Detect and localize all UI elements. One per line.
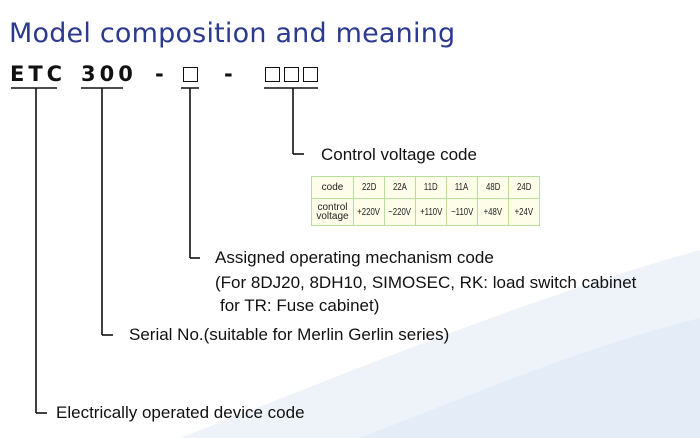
model-separator: - xyxy=(155,62,168,86)
device-label: Electrically operated device code xyxy=(56,403,305,422)
table-cell: +110V xyxy=(415,198,447,226)
table-row: code 22D 22A 11D 11A 48D 24D xyxy=(311,176,540,199)
model-separator: - xyxy=(224,62,237,86)
table-cell: 48D xyxy=(477,176,509,199)
table-cell: ~110V xyxy=(446,198,478,226)
table-cell: ~220V xyxy=(384,198,416,226)
serial-label: Serial No.(suitable for Merlin Gerlin se… xyxy=(129,325,450,344)
model-serial: 300 xyxy=(81,62,137,86)
table-cell: 22D xyxy=(353,176,385,199)
model-prefix: ETC xyxy=(10,62,67,86)
mechanism-label: Assigned operating mechanism code xyxy=(215,248,494,267)
mechanism-note-line: for TR: Fuse cabinet) xyxy=(220,296,380,315)
table-cell: +48V xyxy=(477,198,509,226)
mechanism-code-box xyxy=(183,67,198,82)
voltage-code-box xyxy=(303,67,318,82)
voltage-code-box xyxy=(284,67,299,82)
mechanism-note-line: (For 8DJ20, 8DH10, SIMOSEC, RK: load swi… xyxy=(215,273,637,292)
table-header-code: code xyxy=(311,176,354,199)
table-header-control-voltage: control voltage xyxy=(311,198,354,226)
control-voltage-table: code 22D 22A 11D 11A 48D 24D control vol… xyxy=(311,176,540,226)
table-cell: 11A xyxy=(446,176,478,199)
table-row: control voltage +220V ~220V +110V ~110V … xyxy=(311,198,540,226)
table-cell: 24D xyxy=(508,176,540,199)
table-cell: 22A xyxy=(384,176,416,199)
table-cell: 11D xyxy=(415,176,447,199)
page-title: Model composition and meaning xyxy=(9,18,456,49)
control-voltage-label: Control voltage code xyxy=(321,145,477,164)
table-cell: +220V xyxy=(353,198,385,226)
table-cell: +24V xyxy=(508,198,540,226)
voltage-code-box xyxy=(265,67,280,82)
